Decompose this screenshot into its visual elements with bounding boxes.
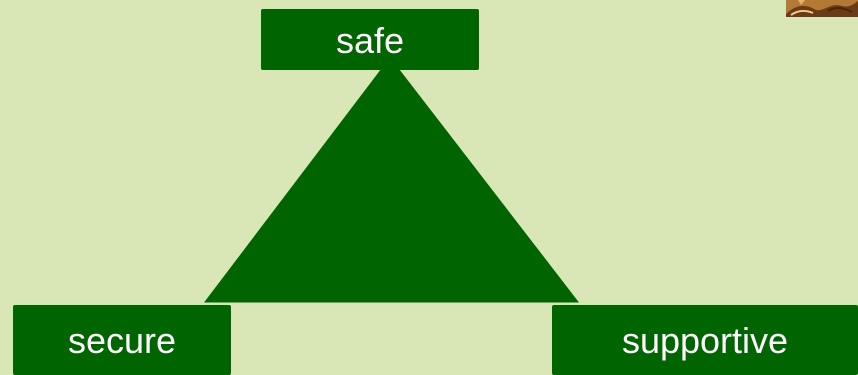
label-secure: secure [68, 323, 176, 359]
corner-photo-image [786, 0, 858, 17]
label-safe: safe [336, 23, 404, 59]
label-supportive: supportive [622, 323, 788, 359]
label-box-secure: secure [13, 305, 231, 375]
label-box-supportive: supportive [552, 305, 858, 375]
triangle-diagram: safe secure supportive [0, 0, 858, 363]
label-box-safe: safe [261, 9, 479, 70]
